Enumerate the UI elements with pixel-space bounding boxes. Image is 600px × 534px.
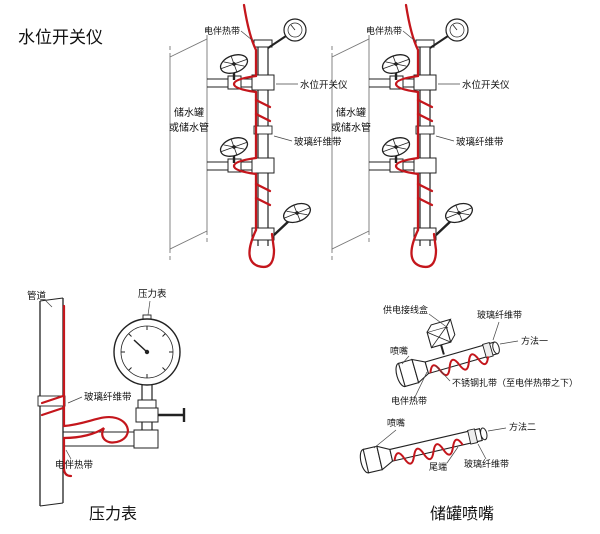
nozzle1-label: 喷嘴 bbox=[390, 346, 408, 356]
heat-tape-label-group: 电伴热带 bbox=[391, 371, 428, 406]
tank-label-line1: 储水罐 bbox=[336, 106, 366, 119]
heat-tape-label-group: 电伴热带 bbox=[366, 25, 415, 41]
fiber-tape-label-group: 玻璃纤维带 bbox=[273, 135, 342, 148]
fiber-tape-label: 玻璃纤维带 bbox=[456, 136, 504, 148]
tank-nozzle-caption: 储罐喷嘴 bbox=[430, 505, 494, 523]
steel-tie-label-group: 不锈钢扎带（至电伴热带之下） bbox=[435, 365, 578, 388]
fiber-tape-label-group: 玻璃纤维带 bbox=[67, 391, 132, 404]
heat-trace-spiral bbox=[393, 438, 464, 465]
nozzle-method1-art bbox=[395, 318, 500, 388]
pipe-label: 管道 bbox=[27, 290, 47, 302]
method2-label-group: 方法二 bbox=[487, 421, 536, 432]
method2-label: 方法二 bbox=[509, 421, 536, 432]
tank-label-line2: 或储水管 bbox=[169, 121, 209, 134]
nozzle1-label-group: 喷嘴 bbox=[390, 346, 410, 365]
leader-line bbox=[492, 321, 500, 341]
steel-tie-label: 不锈钢扎带（至电伴热带之下） bbox=[452, 377, 578, 388]
level-switch-label: 水位开关仪 bbox=[462, 79, 510, 91]
leader-line bbox=[147, 300, 151, 316]
fiber-tape-label: 玻璃纤维带 bbox=[84, 391, 132, 403]
leader-line bbox=[435, 365, 451, 382]
heat-tape-label: 电伴热带 bbox=[204, 25, 240, 36]
nozzle-method2-art bbox=[359, 427, 488, 474]
tank-label-line1: 储水罐 bbox=[174, 106, 204, 119]
tail-label-group: 尾端 bbox=[429, 446, 459, 472]
fiber-band bbox=[467, 428, 479, 445]
switch-label-group: 水位开关仪 bbox=[276, 79, 348, 91]
method1-label: 方法一 bbox=[521, 335, 548, 346]
leader-line bbox=[44, 299, 53, 308]
page-title: 水位开关仪 bbox=[18, 28, 103, 47]
gauge-art bbox=[113, 314, 186, 430]
leader-line bbox=[65, 449, 72, 460]
fiber-tape-bottom-label: 玻璃纤维带 bbox=[464, 458, 509, 469]
pipe-label-group: 管道 bbox=[27, 290, 53, 308]
fiber-tape-bottom-label-group: 玻璃纤维带 bbox=[464, 443, 509, 469]
level-switch-diagram-right: 电伴热带 水位开关仪 储水罐 或储水管 玻璃纤维带 bbox=[331, 5, 510, 267]
leader-line bbox=[435, 135, 455, 142]
fiber-tape-top-label: 玻璃纤维带 bbox=[477, 309, 522, 320]
leader-line bbox=[240, 30, 253, 41]
heat-tape-label: 电伴热带 bbox=[366, 25, 402, 36]
junction-box-label-group: 供电接线盒 bbox=[383, 304, 449, 329]
leader-line bbox=[67, 396, 83, 404]
heat-trace-cable bbox=[40, 304, 129, 478]
switch-label-group: 水位开关仪 bbox=[438, 79, 510, 91]
leader-line bbox=[446, 446, 459, 464]
gauge-label: 压力表 bbox=[138, 288, 167, 300]
leader-line bbox=[499, 340, 519, 345]
nozzle2-label: 喷嘴 bbox=[387, 418, 405, 428]
junction-box bbox=[426, 318, 456, 355]
heat-tape-label-group: 电伴热带 bbox=[204, 25, 253, 41]
fiber-tape-label: 玻璃纤维带 bbox=[294, 136, 342, 148]
leader-line bbox=[373, 429, 397, 449]
fiber-tape-label-group: 玻璃纤维带 bbox=[435, 135, 504, 148]
heat-tape-label-group: 电伴热带 bbox=[55, 449, 94, 471]
tank-nozzle-diagram: 供电接线盒 玻璃纤维带 方法一 喷嘴 不锈钢扎带（至电伴热带之下） 电伴热带 喷… bbox=[359, 304, 578, 523]
level-switch-label: 水位开关仪 bbox=[300, 79, 348, 91]
leader-line bbox=[273, 135, 293, 142]
fiber-band bbox=[482, 341, 494, 359]
level-switch-assembly-art bbox=[332, 5, 475, 267]
leader-line bbox=[402, 30, 415, 41]
junction-box-label: 供电接线盒 bbox=[383, 304, 428, 315]
tank-label-line2: 或储水管 bbox=[331, 121, 371, 134]
method1-label-group: 方法一 bbox=[499, 335, 548, 346]
leader-line bbox=[413, 371, 428, 400]
gauge-label-group: 压力表 bbox=[138, 288, 167, 316]
pressure-gauge-diagram: 管道 压力表 玻璃纤维带 电伴热带 压力表 bbox=[27, 288, 186, 523]
level-switch-diagram-left: 电伴热带 水位开关仪 储水罐 或储水管 玻璃纤维带 bbox=[169, 5, 348, 267]
level-switch-assembly-art bbox=[170, 5, 313, 267]
leader-line bbox=[428, 313, 449, 329]
leader-line bbox=[477, 443, 487, 460]
pressure-gauge-caption: 压力表 bbox=[89, 505, 137, 523]
nozzle2-label-group: 喷嘴 bbox=[373, 418, 405, 449]
leader-line bbox=[487, 427, 507, 432]
fiber-tape-top-label-group: 玻璃纤维带 bbox=[477, 309, 522, 341]
leader-line bbox=[401, 355, 410, 365]
heat-tape-label: 电伴热带 bbox=[55, 459, 94, 471]
heat-tape-label: 电伴热带 bbox=[391, 395, 427, 406]
tail-label: 尾端 bbox=[429, 461, 447, 472]
